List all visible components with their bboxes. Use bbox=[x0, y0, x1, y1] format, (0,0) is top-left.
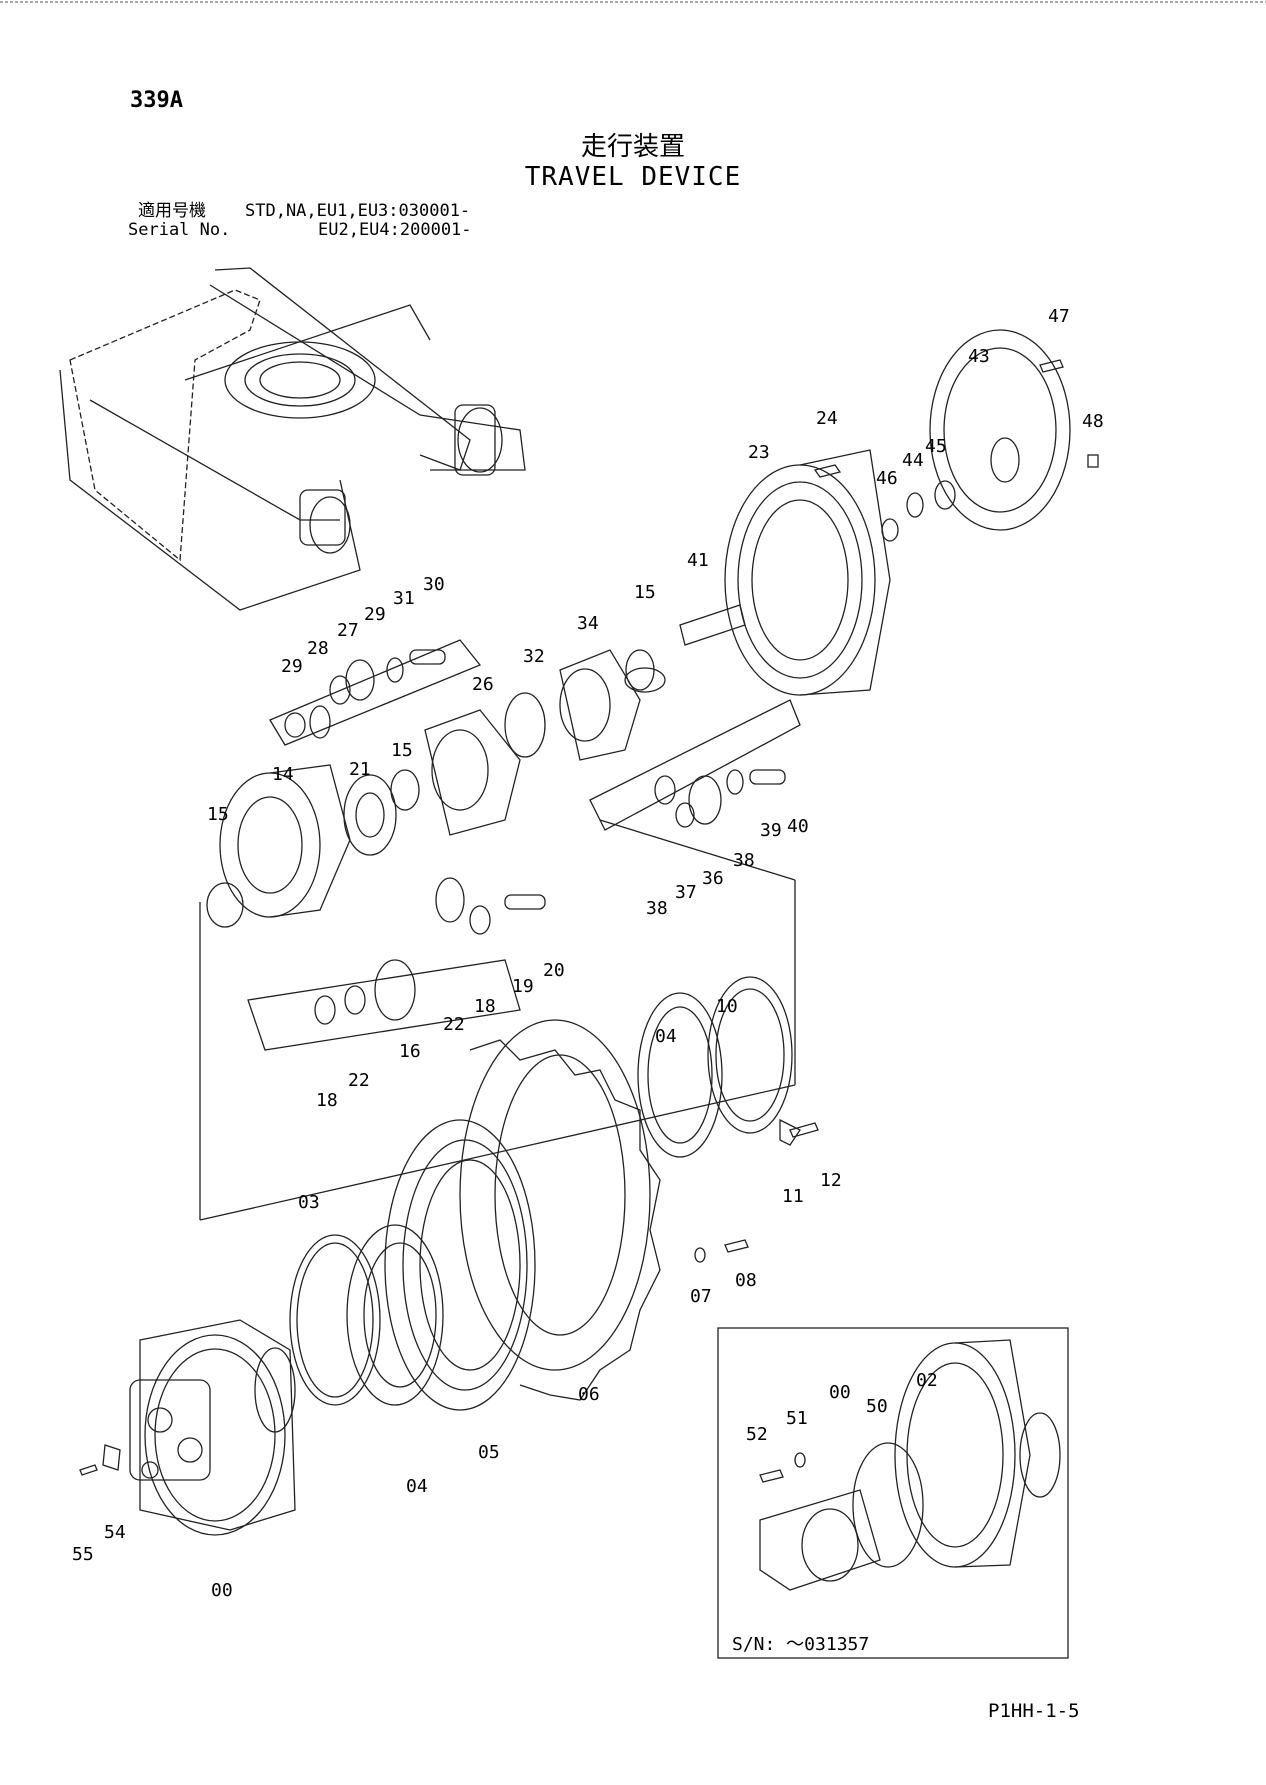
callout: 26 bbox=[472, 674, 494, 695]
callout: 19 bbox=[512, 976, 534, 997]
callout: 52 bbox=[746, 1424, 768, 1445]
serial-label-en: Serial No. bbox=[128, 220, 231, 240]
callout: 02 bbox=[916, 1370, 938, 1391]
callout: 34 bbox=[577, 613, 599, 634]
planetary-gear-group bbox=[206, 649, 786, 1025]
callout: 16 bbox=[399, 1041, 421, 1062]
callout: 21 bbox=[349, 759, 371, 780]
serial-line-2: EU2,EU4:200001- bbox=[318, 220, 472, 240]
callout: 45 bbox=[925, 436, 947, 457]
callout: 44 bbox=[902, 450, 924, 471]
callout: 00 bbox=[829, 1382, 851, 1403]
callout: 28 bbox=[307, 638, 329, 659]
callout: 37 bbox=[675, 882, 697, 903]
callout: 24 bbox=[816, 408, 838, 429]
travel-motor-assembly bbox=[129, 1319, 296, 1536]
inset-serial-note: S/N: ～031357 bbox=[732, 1634, 870, 1655]
callout: 46 bbox=[876, 468, 898, 489]
callout: 38 bbox=[646, 898, 668, 919]
callout: 32 bbox=[523, 646, 545, 667]
callout: 29 bbox=[281, 656, 303, 677]
page-number: 339A bbox=[130, 88, 183, 113]
callout: 18 bbox=[474, 996, 496, 1017]
callout: 11 bbox=[782, 1186, 804, 1207]
callout: 43 bbox=[968, 346, 990, 367]
callout: 10 bbox=[716, 996, 738, 1017]
fasteners bbox=[79, 1118, 819, 1476]
callout: 47 bbox=[1048, 306, 1070, 327]
callout: 38 bbox=[733, 850, 755, 871]
callout: 18 bbox=[316, 1090, 338, 1111]
callout: 40 bbox=[787, 816, 809, 837]
ring-gear-and-cover bbox=[624, 329, 1099, 696]
part-callouts: 47 43 48 24 23 46 44 45 41 15 30 31 29 2… bbox=[72, 306, 1104, 1601]
callout: 08 bbox=[735, 1270, 757, 1291]
callout: 00 bbox=[211, 1580, 233, 1601]
serial-label-jp: 適用号機 bbox=[138, 201, 206, 221]
callout: 04 bbox=[406, 1476, 428, 1497]
callout: 50 bbox=[866, 1396, 888, 1417]
callout: 14 bbox=[272, 764, 294, 785]
callout: 51 bbox=[786, 1408, 808, 1429]
callout: 20 bbox=[543, 960, 565, 981]
callout: 15 bbox=[391, 740, 413, 761]
callout: 06 bbox=[578, 1384, 600, 1405]
callout: 15 bbox=[207, 804, 229, 825]
callout: 15 bbox=[634, 582, 656, 603]
footer-code: P1HH-1-5 bbox=[988, 1700, 1080, 1722]
callout: 27 bbox=[337, 620, 359, 641]
inset-box bbox=[717, 1327, 1069, 1659]
callout: 30 bbox=[423, 574, 445, 595]
leader-lines bbox=[199, 639, 801, 1221]
callout: 05 bbox=[478, 1442, 500, 1463]
title-english: TRAVEL DEVICE bbox=[524, 162, 742, 192]
seal-and-sprocket-group bbox=[289, 976, 793, 1411]
callout: 04 bbox=[655, 1026, 677, 1047]
callout: 07 bbox=[690, 1286, 712, 1307]
track-frame-illustration bbox=[59, 267, 526, 611]
callout: 29 bbox=[364, 604, 386, 625]
title-japanese: 走行装置 bbox=[580, 132, 685, 162]
callout: 41 bbox=[687, 550, 709, 571]
callout: 39 bbox=[760, 820, 782, 841]
callout: 22 bbox=[443, 1014, 465, 1035]
callout: 12 bbox=[820, 1170, 842, 1191]
callout: 23 bbox=[748, 442, 770, 463]
callout: 31 bbox=[393, 588, 415, 609]
callout: 55 bbox=[72, 1544, 94, 1565]
callout: 03 bbox=[298, 1192, 320, 1213]
serial-line-1: STD,NA,EU1,EU3:030001- bbox=[245, 201, 471, 221]
callout: 48 bbox=[1082, 411, 1104, 432]
inset-motor-illustration bbox=[759, 1339, 1061, 1591]
callout: 54 bbox=[104, 1522, 126, 1543]
callout: 36 bbox=[702, 868, 724, 889]
callout: 22 bbox=[348, 1070, 370, 1091]
